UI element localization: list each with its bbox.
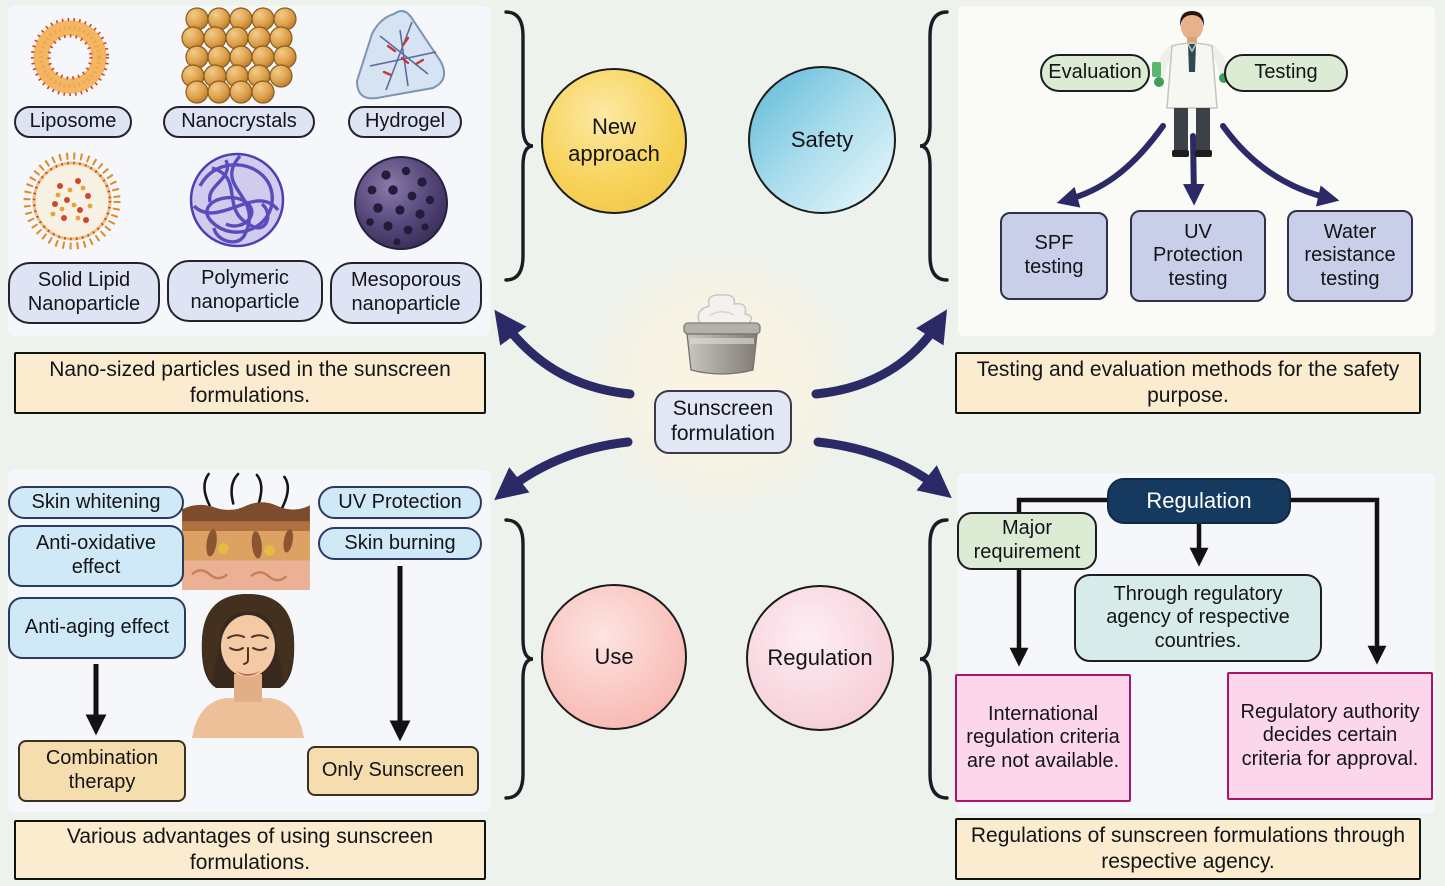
regulation-header-box: Regulation (1107, 478, 1291, 524)
brace-regulation (919, 518, 949, 800)
solid-lipid-nanoparticle-icon (23, 152, 121, 250)
brace-nano (504, 10, 534, 282)
bubble-safety: Safety (748, 66, 896, 214)
uv-protection-pill: UV Protection (318, 486, 482, 519)
regulatory-authority-box: Regulatory authority decides certain cri… (1227, 672, 1433, 800)
nano-item-label: Liposome (14, 106, 132, 138)
mesoporous-nanoparticle-icon (354, 156, 448, 250)
nano-item-label: Hydrogel (348, 106, 462, 138)
bubble-use: Use (541, 584, 687, 730)
brace-safety (919, 10, 949, 282)
spf-testing-box: SPF testing (1000, 212, 1108, 300)
water-resistance-testing-box: Water resistance testing (1287, 210, 1413, 302)
woman-face-icon (192, 594, 304, 738)
use-caption: Various advantages of using sunscreen fo… (14, 820, 486, 880)
bubble-regulation: Regulation (746, 585, 894, 731)
regulatory-agency-box: Through regulatory agency of respective … (1074, 574, 1322, 662)
anti-oxidative-effect-box: Anti-oxidative effect (8, 525, 184, 587)
arrow-center-to-regulation (813, 437, 952, 499)
sunscreen-jar-icon (683, 294, 761, 375)
nano-item-label: Polymeric nanoparticle (167, 260, 323, 322)
combination-therapy-box: Combination therapy (18, 740, 186, 802)
bubble-new-approach: New approach (541, 68, 687, 214)
brace-use (504, 518, 534, 800)
liposome-icon (30, 17, 110, 97)
polymeric-nanoparticle-icon (189, 152, 285, 248)
nano-item-label: Nanocrystals (163, 106, 315, 138)
major-requirement-pill: Major requirement (957, 512, 1097, 570)
nano-item-label: Solid Lipid Nanoparticle (8, 262, 160, 324)
only-sunscreen-box: Only Sunscreen (307, 746, 479, 796)
nanocrystals-icon (181, 7, 297, 104)
regulation-caption: Regulations of sunscreen formulations th… (955, 818, 1421, 880)
uv-protection-testing-box: UV Protection testing (1130, 210, 1266, 302)
nano-item-label: Mesoporous nanoparticle (330, 262, 482, 324)
safety-caption: Testing and evaluation methods for the s… (955, 352, 1421, 414)
hydrogel-icon (355, 10, 446, 100)
evaluation-pill: Evaluation (1040, 54, 1150, 92)
scientist-icon (1152, 11, 1229, 157)
anti-aging-effect-box: Anti-aging effect (8, 597, 186, 659)
nano-caption: Nano-sized particles used in the sunscre… (14, 352, 486, 414)
skin-burning-pill: Skin burning (318, 527, 482, 560)
skin-whitening-pill: Skin whitening (8, 486, 184, 519)
testing-pill: Testing (1224, 54, 1348, 92)
international-regulation-box: International regulation criteria are no… (955, 674, 1131, 802)
skin-layers-icon (182, 472, 310, 590)
center-label: Sunscreen formulation (654, 390, 792, 454)
